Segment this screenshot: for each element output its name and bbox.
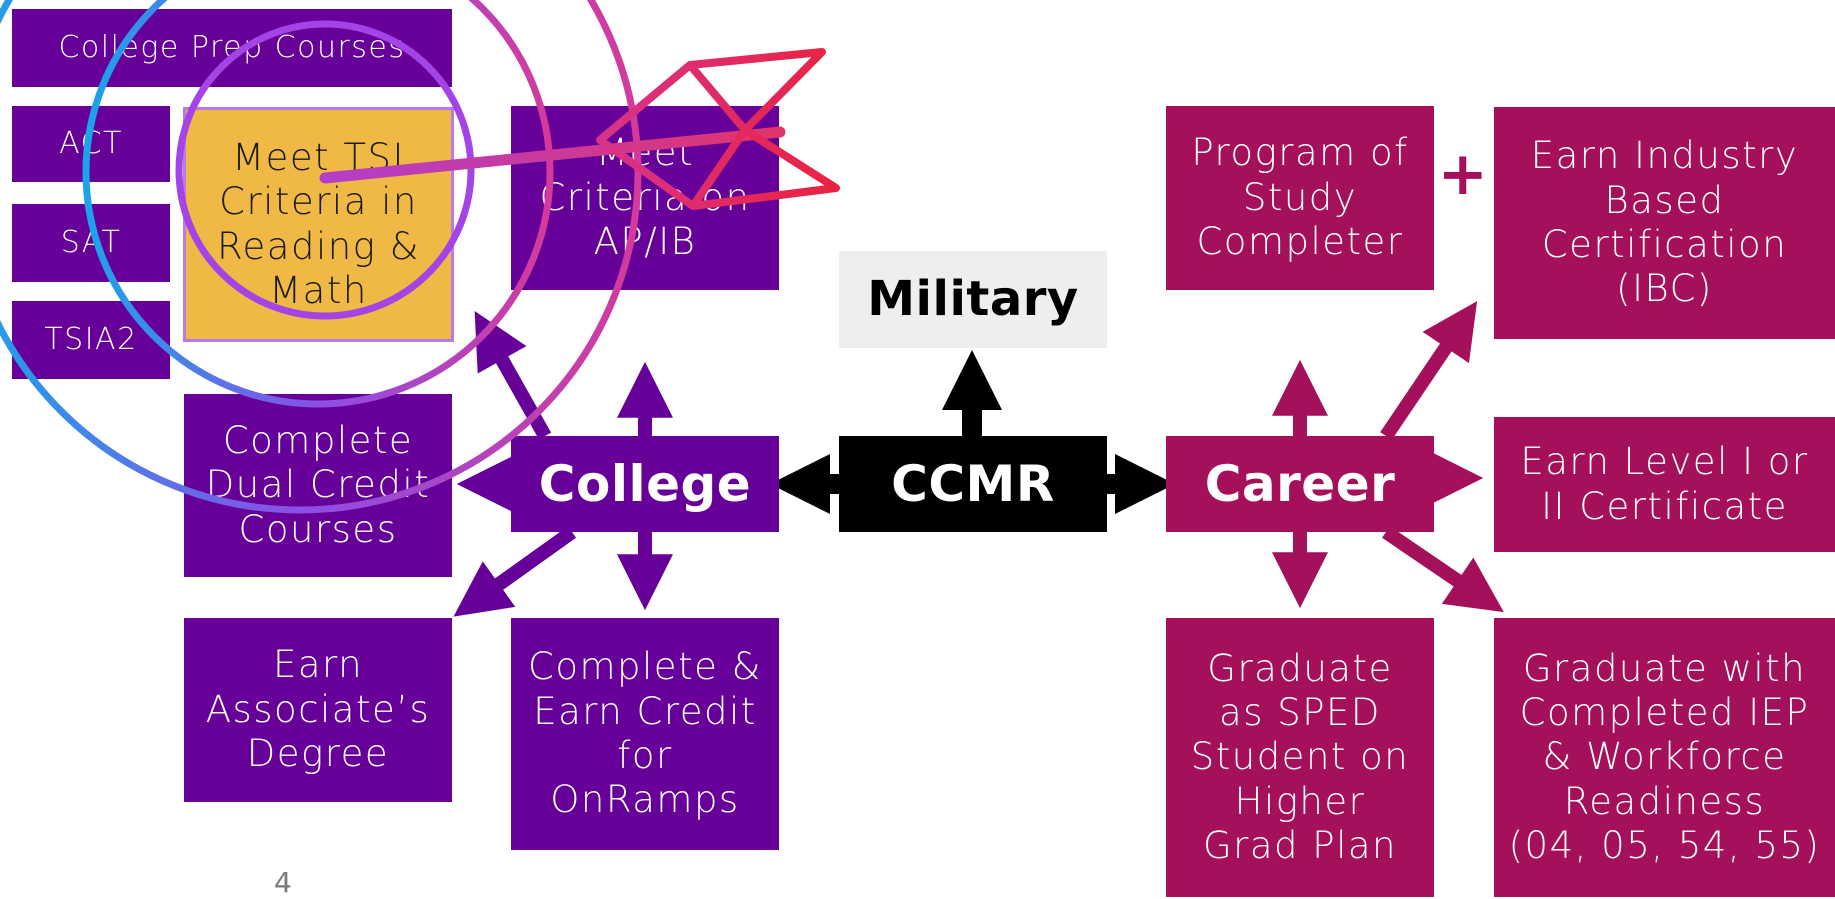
page-number: 4 xyxy=(274,866,292,899)
earn-ibc-box: Earn Industry Based Certification (IBC) xyxy=(1494,107,1835,339)
graduate-sped-higher-grad-plan-box: Graduate as SPED Student on Higher Grad … xyxy=(1166,618,1434,897)
complete-onramps-box: Complete & Earn Credit for OnRamps xyxy=(511,618,779,850)
act-box: ACT xyxy=(12,106,170,182)
meet-ap-ib-criteria-box: Meet Criteria on AP/IB xyxy=(511,106,779,290)
ccmr-box: CCMR xyxy=(839,436,1107,532)
arrow-career-to-iep xyxy=(1382,526,1504,613)
earn-level-certificate-box: Earn Level I or II Certificate xyxy=(1494,417,1835,552)
military-box: Military xyxy=(839,251,1107,348)
arrow-college-to-associates xyxy=(453,526,577,617)
arrow-college-to-tsi xyxy=(474,311,552,440)
arrow-career-to-ibc xyxy=(1380,301,1478,440)
plus-symbol: + xyxy=(1437,139,1489,209)
tsia2-box: TSIA2 xyxy=(12,301,170,379)
complete-dual-credit-box: Complete Dual Credit Courses xyxy=(184,394,452,577)
career-box: Career xyxy=(1166,436,1434,532)
college-prep-courses-box: College Prep Courses xyxy=(12,9,452,87)
meet-tsi-criteria-box: Meet TSI Criteria in Reading & Math xyxy=(183,107,454,342)
program-of-study-completer-box: Program of Study Completer xyxy=(1166,106,1434,290)
earn-associates-degree-box: Earn Associate’s Degree xyxy=(184,618,452,802)
college-box: College xyxy=(511,436,779,532)
graduate-completed-iep-box: Graduate with Completed IEP & Workforce … xyxy=(1494,618,1835,897)
sat-box: SAT xyxy=(12,204,170,282)
